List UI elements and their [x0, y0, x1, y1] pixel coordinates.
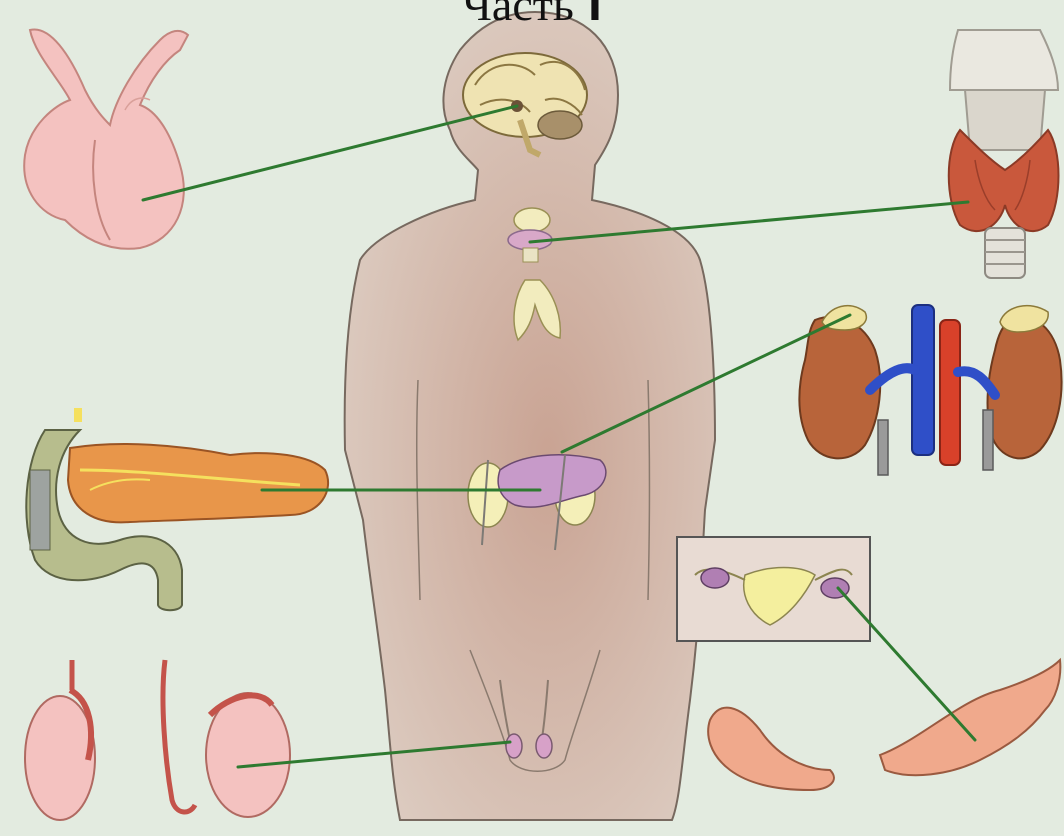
testes-illustration: [25, 660, 290, 820]
adrenal-glands-illustration: [799, 305, 1061, 475]
slide-title-number: I: [588, 0, 602, 29]
human-body-figure: [345, 12, 715, 820]
leader-line-pituitary: [143, 106, 517, 200]
pituitary-gland-illustration: [24, 29, 188, 248]
pancreas-illustration: [26, 408, 328, 610]
ovaries-illustration: [677, 537, 1060, 790]
thyroid-gland-illustration: [949, 30, 1059, 278]
slide-title-text: Часть: [462, 0, 574, 30]
leader-line-ovary: [838, 588, 975, 740]
slide-title: Часть I: [0, 0, 1064, 28]
